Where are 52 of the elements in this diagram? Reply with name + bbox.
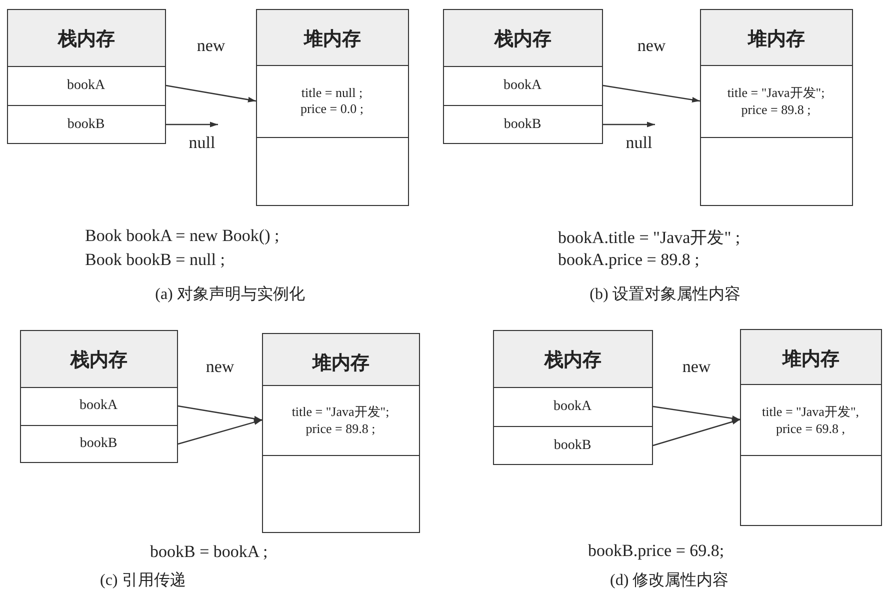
- table-heading: 堆内存: [304, 28, 361, 52]
- table-heading: 栈内存: [544, 349, 602, 373]
- variable-cell: bookA: [6, 66, 166, 104]
- arrow: [178, 405, 262, 422]
- edge-label: null: [626, 132, 652, 152]
- table-heading: 堆内存: [312, 352, 370, 376]
- memory-table: [740, 329, 882, 526]
- variable-cell: bookB: [442, 104, 602, 144]
- arrow: [602, 84, 700, 102]
- code-line: Book bookA = new Book() ;: [85, 226, 280, 246]
- arrow: [603, 122, 655, 128]
- table-heading: 堆内存: [748, 28, 805, 52]
- edge-label: new: [637, 36, 666, 56]
- edge-label: null: [188, 132, 216, 152]
- arrow: [652, 406, 740, 422]
- edge-label: new: [196, 36, 226, 56]
- table-heading: 栈内存: [58, 28, 115, 52]
- memory-table: [256, 9, 409, 206]
- arrow: [166, 122, 218, 128]
- code-line: bookA.price = 89.8 ;: [558, 250, 700, 270]
- caption: (b) 设置对象属性内容: [590, 284, 740, 305]
- edge-label: new: [206, 357, 234, 377]
- arrow: [652, 418, 740, 446]
- variable-cell: bookB: [6, 104, 166, 144]
- arrow: [178, 419, 262, 445]
- variable-cell: bookA: [442, 66, 602, 104]
- table-heading: 堆内存: [782, 348, 840, 372]
- caption: (a) 对象声明与实例化: [155, 284, 305, 305]
- object-cell: title = "Java开发", price = 69.8 ,: [740, 384, 882, 454]
- memory-table: [700, 9, 853, 206]
- code-line: Book bookB = null ;: [85, 250, 225, 270]
- table-heading: 栈内存: [70, 349, 128, 373]
- memory-table: [262, 333, 420, 533]
- caption: (d) 修改属性内容: [610, 570, 729, 591]
- caption: (c) 引用传递: [100, 570, 186, 591]
- memory-table: [7, 9, 166, 144]
- object-cell: title = "Java开发"; price = 89.8 ;: [700, 64, 852, 136]
- memory-table: [443, 9, 603, 144]
- object-cell: title = "Java开发"; price = 89.8 ;: [262, 384, 420, 454]
- table-heading: 栈内存: [494, 28, 552, 52]
- arrow: [166, 84, 256, 102]
- code-line: bookB = bookA ;: [150, 542, 268, 562]
- object-cell: title = null ; price = 0.0 ;: [256, 64, 408, 136]
- code-line: bookA.title = "Java开发" ;: [558, 227, 740, 249]
- variable-cell: bookB: [492, 426, 652, 464]
- variable-cell: bookB: [20, 424, 178, 462]
- memory-table: [493, 330, 653, 465]
- code-line: bookB.price = 69.8;: [588, 541, 724, 561]
- variable-cell: bookA: [20, 386, 178, 424]
- variable-cell: bookA: [492, 386, 652, 426]
- edge-label: new: [682, 357, 711, 377]
- memory-table: [20, 330, 178, 463]
